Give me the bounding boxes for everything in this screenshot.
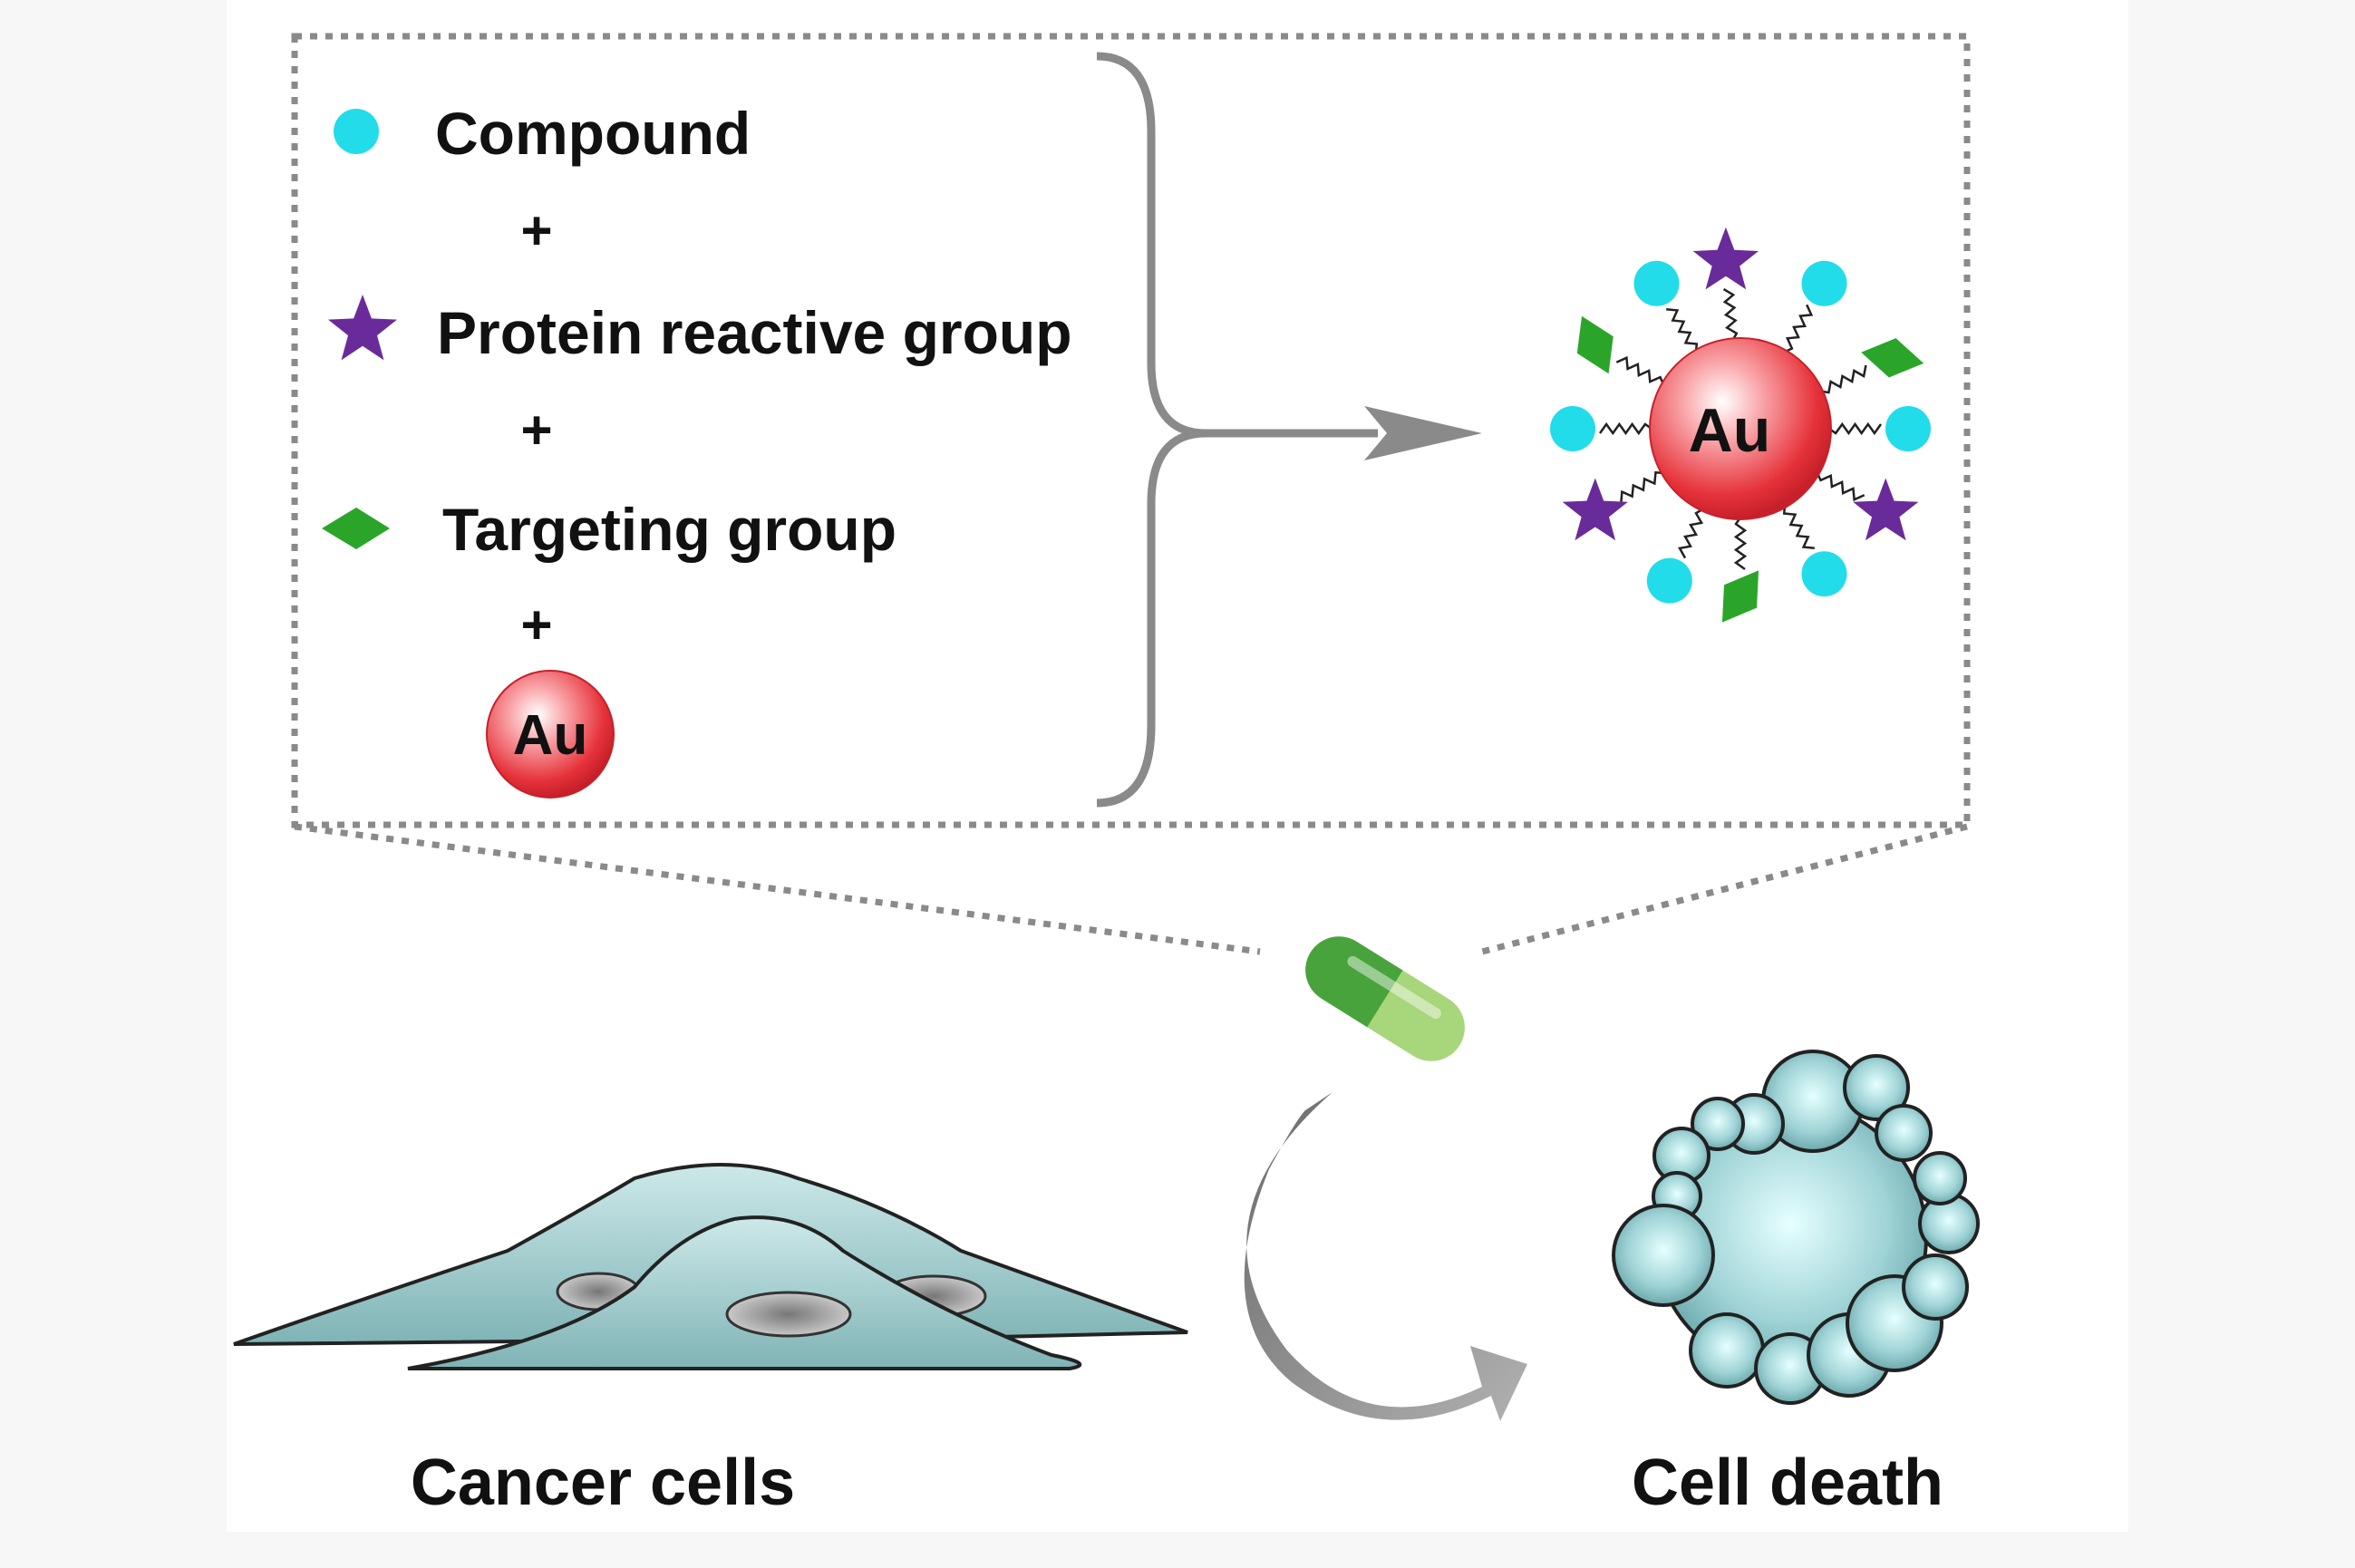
diamond-icon xyxy=(1861,338,1924,378)
curly-bracket xyxy=(1096,52,1207,808)
linker-chain xyxy=(1615,355,1665,385)
linker-chain xyxy=(1784,304,1814,353)
ligand-shell xyxy=(1550,227,1931,623)
compound-dot-icon xyxy=(1550,406,1595,451)
linker-chain xyxy=(1816,472,1866,502)
legend-targeting-group: Targeting group xyxy=(442,496,896,563)
zoom-line-right xyxy=(1481,823,1968,955)
compound-dot-icon xyxy=(1801,260,1847,306)
compound-dot-icon xyxy=(1646,557,1692,604)
membrane-bleb xyxy=(1843,1054,1910,1121)
legend-protein-reactive-group: Protein reactive group xyxy=(437,299,1072,366)
functionalized-gold-nanoparticle xyxy=(1649,337,1832,520)
membrane-bleb xyxy=(1913,1151,1967,1205)
legend-gold-label: Au xyxy=(513,704,588,767)
star-icon xyxy=(1562,478,1628,541)
diamond-icon xyxy=(1576,315,1614,374)
linker-chain xyxy=(1828,421,1883,436)
compound-dot-icon xyxy=(1801,551,1847,597)
cancer-cells-illustration xyxy=(233,1163,1188,1370)
star-icon xyxy=(1853,478,1919,541)
dotted-frame xyxy=(291,33,1971,828)
linker-chain xyxy=(1820,364,1867,394)
membrane-bleb xyxy=(1902,1253,1969,1321)
compound-dot-icon xyxy=(334,109,379,154)
diamond-icon xyxy=(322,508,390,549)
plus-sign-1: + xyxy=(520,200,552,261)
nanoparticle-label: Au xyxy=(1689,396,1771,465)
membrane-bleb xyxy=(1689,1312,1765,1389)
capsule-icon xyxy=(1305,936,1465,1061)
curved-arrow-icon xyxy=(1244,1092,1527,1421)
diamond-icon xyxy=(1721,570,1759,623)
arrow-right-icon xyxy=(1364,406,1482,460)
cancer-cells-label: Cancer cells xyxy=(411,1447,795,1519)
linker-chain xyxy=(1782,505,1815,549)
plus-sign-2: + xyxy=(520,400,552,460)
compound-dot-icon xyxy=(1633,260,1680,306)
legend-compound: Compound xyxy=(435,100,751,167)
cell-death-label: Cell death xyxy=(1632,1447,1943,1519)
star-icon xyxy=(1692,227,1759,290)
plus-sign-3: + xyxy=(520,595,552,655)
linker-chain xyxy=(1678,508,1704,559)
membrane-bleb xyxy=(1691,1097,1745,1151)
zoom-line-left xyxy=(294,823,1261,955)
membrane-bleb xyxy=(1875,1104,1933,1162)
linker-chain xyxy=(1598,421,1652,436)
star-icon xyxy=(328,295,397,361)
linker-chain xyxy=(1666,308,1699,353)
compound-dot-icon xyxy=(1885,406,1931,451)
linker-chain xyxy=(1733,517,1748,571)
linker-chain xyxy=(1722,287,1739,342)
linker-chain xyxy=(1620,470,1664,503)
gold-nanoparticle-icon xyxy=(486,670,615,799)
membrane-bleb xyxy=(1612,1204,1715,1307)
dying-cell-illustration xyxy=(1612,1050,1980,1405)
